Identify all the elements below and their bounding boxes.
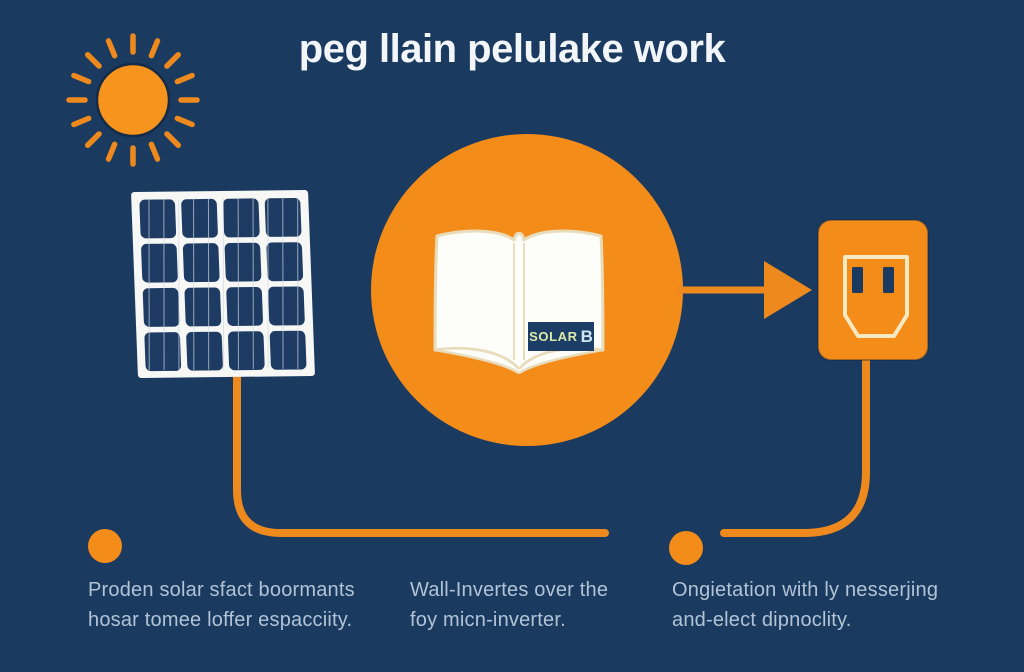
caption-solar-panel: Proden solar sfact boormants hosar tomee… — [88, 575, 355, 635]
arrow-right-icon — [676, 261, 812, 319]
solar-panel-icon — [131, 190, 315, 378]
inverter-circle — [371, 134, 683, 446]
caption-line: foy micn-inverter. — [410, 609, 566, 631]
bullet-dot-right — [669, 531, 703, 565]
solar-logo-b-glyph: B — [580, 326, 593, 346]
panel-wire — [233, 366, 609, 537]
caption-line: Ongietation with ly nesserjing — [672, 579, 939, 601]
outlet-wire — [720, 350, 870, 537]
power-outlet-icon — [817, 219, 929, 361]
caption-line: Proden solar sfact boormants — [88, 579, 355, 601]
bullet-dot-left — [88, 529, 122, 563]
caption-line: and-elect dipnoclity. — [672, 609, 852, 631]
open-book-icon — [433, 229, 605, 374]
page-title: peg llain pelulake work — [298, 27, 726, 71]
caption-inverter: Wall-Invertes over the foy micn-inverter… — [410, 575, 608, 635]
solar-logo-badge: SOLAR B — [528, 322, 594, 351]
caption-line: Wall-Invertes over the — [410, 579, 609, 601]
sun-icon — [69, 33, 197, 164]
solar-logo-text: SOLAR — [529, 329, 578, 344]
caption-line: hosar tomee loffer espacciity. — [88, 609, 353, 631]
caption-outlet: Ongietation with ly nesserjing and-elect… — [672, 575, 938, 635]
